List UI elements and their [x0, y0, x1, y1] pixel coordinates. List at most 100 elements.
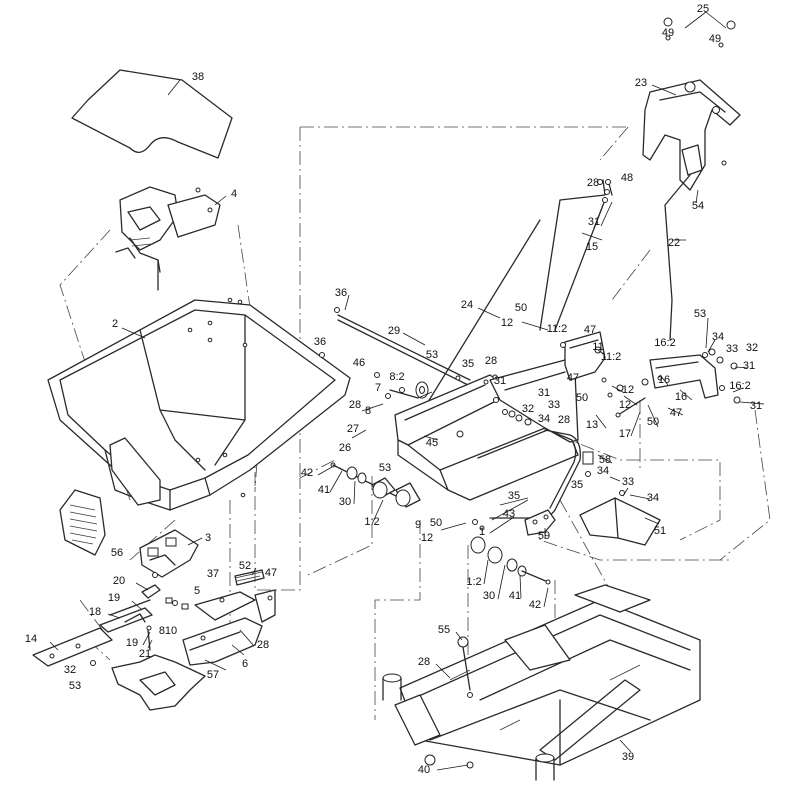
callout-c55: 55: [438, 624, 450, 636]
callout-c53c: 53: [379, 462, 391, 474]
callout-c12c: 12: [619, 399, 631, 411]
bushing-set-right: [470, 536, 551, 585]
callout-c40: 40: [418, 764, 430, 776]
callout-c25: 25: [697, 3, 709, 15]
callout-c30a: 30: [339, 496, 351, 508]
callout-c22: 22: [668, 237, 680, 249]
slider-spring-assembly: [165, 569, 276, 623]
callout-c14: 14: [25, 633, 37, 645]
callout-c31a: 31: [588, 216, 600, 228]
callout-c31d: 31: [538, 387, 550, 399]
callout-c50a: 50: [515, 302, 527, 314]
callout-c49a: 49: [662, 27, 674, 39]
callout-c20: 20: [113, 575, 125, 587]
callout-c53d: 53: [69, 680, 81, 692]
bushing-set-left: [330, 462, 421, 508]
base-plate: [32, 627, 113, 667]
spinner-disc: [111, 654, 206, 711]
callout-c28e: 28: [257, 639, 269, 651]
callout-c33a: 33: [726, 343, 738, 355]
callout-c59: 59: [538, 530, 550, 542]
callout-c43: 43: [503, 508, 515, 520]
callout-c34b: 34: [538, 413, 550, 425]
callout-c26: 26: [339, 442, 351, 454]
callout-c36a: 36: [335, 287, 347, 299]
callout-c12b: 12: [622, 384, 634, 396]
callout-c28d: 28: [558, 414, 570, 426]
callout-c31c: 31: [494, 375, 506, 387]
callout-c2: 2: [112, 318, 118, 330]
callout-c8: 8: [365, 405, 371, 417]
callout-c38: 38: [192, 71, 204, 83]
hopper-bin: [47, 297, 351, 511]
callout-c6: 6: [242, 658, 248, 670]
callout-c47b: 47: [567, 372, 579, 384]
callout-c50c: 50: [647, 416, 659, 428]
callout-c35b: 35: [571, 479, 583, 491]
callout-c34d: 34: [647, 492, 659, 504]
callout-c35c: 35: [508, 490, 520, 502]
adjuster-rod: [615, 397, 646, 418]
callout-c19b: 19: [126, 637, 138, 649]
gate-control-linkage: [99, 584, 161, 651]
callout-c5: 5: [194, 585, 200, 597]
callout-c8_10: 810: [159, 625, 177, 637]
callout-leaders: [49, 11, 765, 771]
mower-chassis-frame: [382, 584, 701, 781]
callout-c41a: 41: [318, 484, 330, 496]
callout-c23: 23: [635, 77, 647, 89]
callout-c47c: 47: [670, 407, 682, 419]
callout-c48: 48: [621, 172, 633, 184]
callout-c11_2a: 11:2: [547, 323, 568, 335]
callout-c51: 51: [654, 525, 666, 537]
perforated-floor-mat: [71, 69, 233, 159]
callout-c45: 45: [426, 437, 438, 449]
callout-c42a: 42: [301, 467, 313, 479]
callout-c47d: 47: [265, 567, 277, 579]
callout-c12a: 12: [501, 317, 513, 329]
callout-c9: 9: [415, 519, 421, 531]
main-mounting-frame: [394, 359, 579, 501]
callout-c16b: 16: [675, 391, 687, 403]
callout-c33c: 33: [622, 476, 634, 488]
callout-c42b: 42: [529, 599, 541, 611]
callout-c34a: 34: [712, 331, 724, 343]
callout-c29: 29: [388, 325, 400, 337]
callout-c50d: 50: [430, 517, 442, 529]
callout-c53b: 53: [426, 349, 438, 361]
callout-c56: 56: [111, 547, 123, 559]
callout-c36b: 36: [314, 336, 326, 348]
callout-c58: 58: [599, 454, 611, 466]
callout-c1_2a: 1:2: [364, 516, 379, 528]
callout-c32a: 32: [746, 342, 758, 354]
callout-c15: 15: [586, 241, 598, 253]
callout-c18: 18: [89, 606, 101, 618]
callout-c35a: 35: [462, 358, 474, 370]
callout-c27: 27: [347, 423, 359, 435]
callout-c33b: 33: [548, 399, 560, 411]
assembly-guide-lines: [59, 126, 771, 720]
pivot-brackets: [560, 331, 719, 399]
callout-c47a: 47: [584, 324, 596, 336]
callout-c49b: 49: [709, 33, 721, 45]
callout-c32c: 32: [64, 664, 76, 676]
callout-c24: 24: [461, 299, 473, 311]
callout-c7: 7: [375, 382, 381, 394]
callout-c30b: 30: [483, 590, 495, 602]
callout-c8_2: 8:2: [389, 371, 404, 383]
callout-c4: 4: [231, 188, 237, 200]
callout-c28b: 28: [485, 355, 497, 367]
washer-stack-right: [702, 348, 741, 404]
side-grate-panel: [59, 489, 106, 556]
spinner-shroud: [182, 617, 263, 666]
callout-c1_2b: 1:2: [466, 576, 481, 588]
cross-shaft: [319, 307, 471, 386]
callout-c39: 39: [622, 751, 634, 763]
control-tower-bracket: [642, 17, 741, 191]
callout-c28a: 28: [587, 177, 599, 189]
callout-c13: 13: [586, 419, 598, 431]
callout-c52: 52: [239, 560, 251, 572]
callout-c28c: 28: [349, 399, 361, 411]
washer-stack-center: [493, 397, 532, 426]
